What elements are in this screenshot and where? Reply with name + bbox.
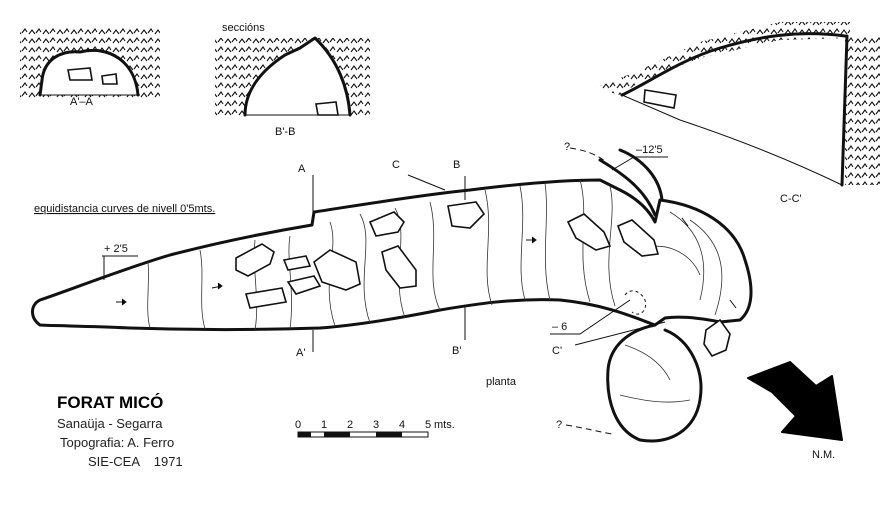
sections-heading: seccións: [222, 22, 265, 34]
contour-interval-note: equidistancia curves de nivell 0'5mts.: [34, 203, 215, 215]
unknown-continuation-top: ?: [564, 141, 570, 153]
section-aa: A'–A: [20, 28, 160, 108]
section-cc-wall: [840, 34, 849, 187]
cave-plan: A A' B B' C C' + 2'5 – 6 –12'5 ? ? plant…: [31, 141, 753, 443]
section-cc-roof: [620, 32, 847, 97]
cave-name: FORAT MICÓ: [57, 393, 163, 412]
unknown-continuation-bottom: ?: [556, 419, 562, 431]
section-cuts: A A' B B' C C': [296, 159, 666, 359]
scale-bar: 0 1 2 3 4 5 mts.: [295, 419, 455, 438]
cut-c-prime-label: C': [552, 345, 562, 357]
section-bb-label: B'-B: [275, 126, 295, 138]
slope-arrows: [116, 217, 737, 309]
survey-credit: Topografia: A. Ferro: [60, 435, 174, 450]
scale-tick: 2: [347, 419, 353, 431]
cut-c-label: C: [392, 159, 400, 171]
rock-block: [643, 89, 677, 109]
section-bb-wall: [243, 36, 352, 117]
location: Sanaüja - Segarra: [57, 416, 163, 431]
depth-annotations: + 2'5 – 6 –12'5 ? ?: [102, 141, 668, 431]
cut-a-label: A: [298, 163, 306, 175]
lower-chamber-wall: [606, 323, 703, 443]
rock-block: [315, 101, 339, 116]
section-cc: C-C': [595, 22, 880, 205]
depth-plus-2-5: + 2'5: [104, 243, 128, 255]
depth-minus-12-5: –12'5: [636, 144, 663, 156]
section-aa-label: A'–A: [70, 96, 94, 108]
rock-block: [67, 67, 93, 81]
plan-label: planta: [486, 376, 517, 388]
scale-unit: mts.: [434, 419, 455, 431]
north-arrow-icon: [747, 361, 843, 441]
plan-wall: [31, 178, 753, 331]
title-block: FORAT MICÓ Sanaüja - Segarra Topografia:…: [57, 393, 183, 469]
cut-b-label: B: [453, 159, 460, 171]
cut-b-prime-label: B': [452, 345, 461, 357]
plan-blocks: [235, 201, 731, 357]
rock-block: [101, 73, 118, 85]
group-year: SIE-CEA 1971: [88, 454, 183, 469]
cut-a-prime-label: A': [296, 347, 305, 359]
section-bb: seccións B'-B: [215, 22, 370, 138]
depth-minus-6: – 6: [552, 321, 567, 333]
scale-tick: 3: [373, 419, 379, 431]
rock-hatching: [845, 35, 880, 185]
north-label: N.M.: [812, 449, 835, 461]
rock-hatching: [595, 22, 850, 95]
scale-tick: 0: [295, 419, 301, 431]
section-cc-label: C-C': [780, 193, 802, 205]
north-arrow: N.M.: [747, 361, 843, 461]
scale-tick: 4: [399, 419, 405, 431]
cut-line-c: [407, 174, 446, 191]
scale-tick: 5: [425, 419, 431, 431]
section-aa-wall: [38, 49, 140, 97]
scale-tick: 1: [321, 419, 327, 431]
